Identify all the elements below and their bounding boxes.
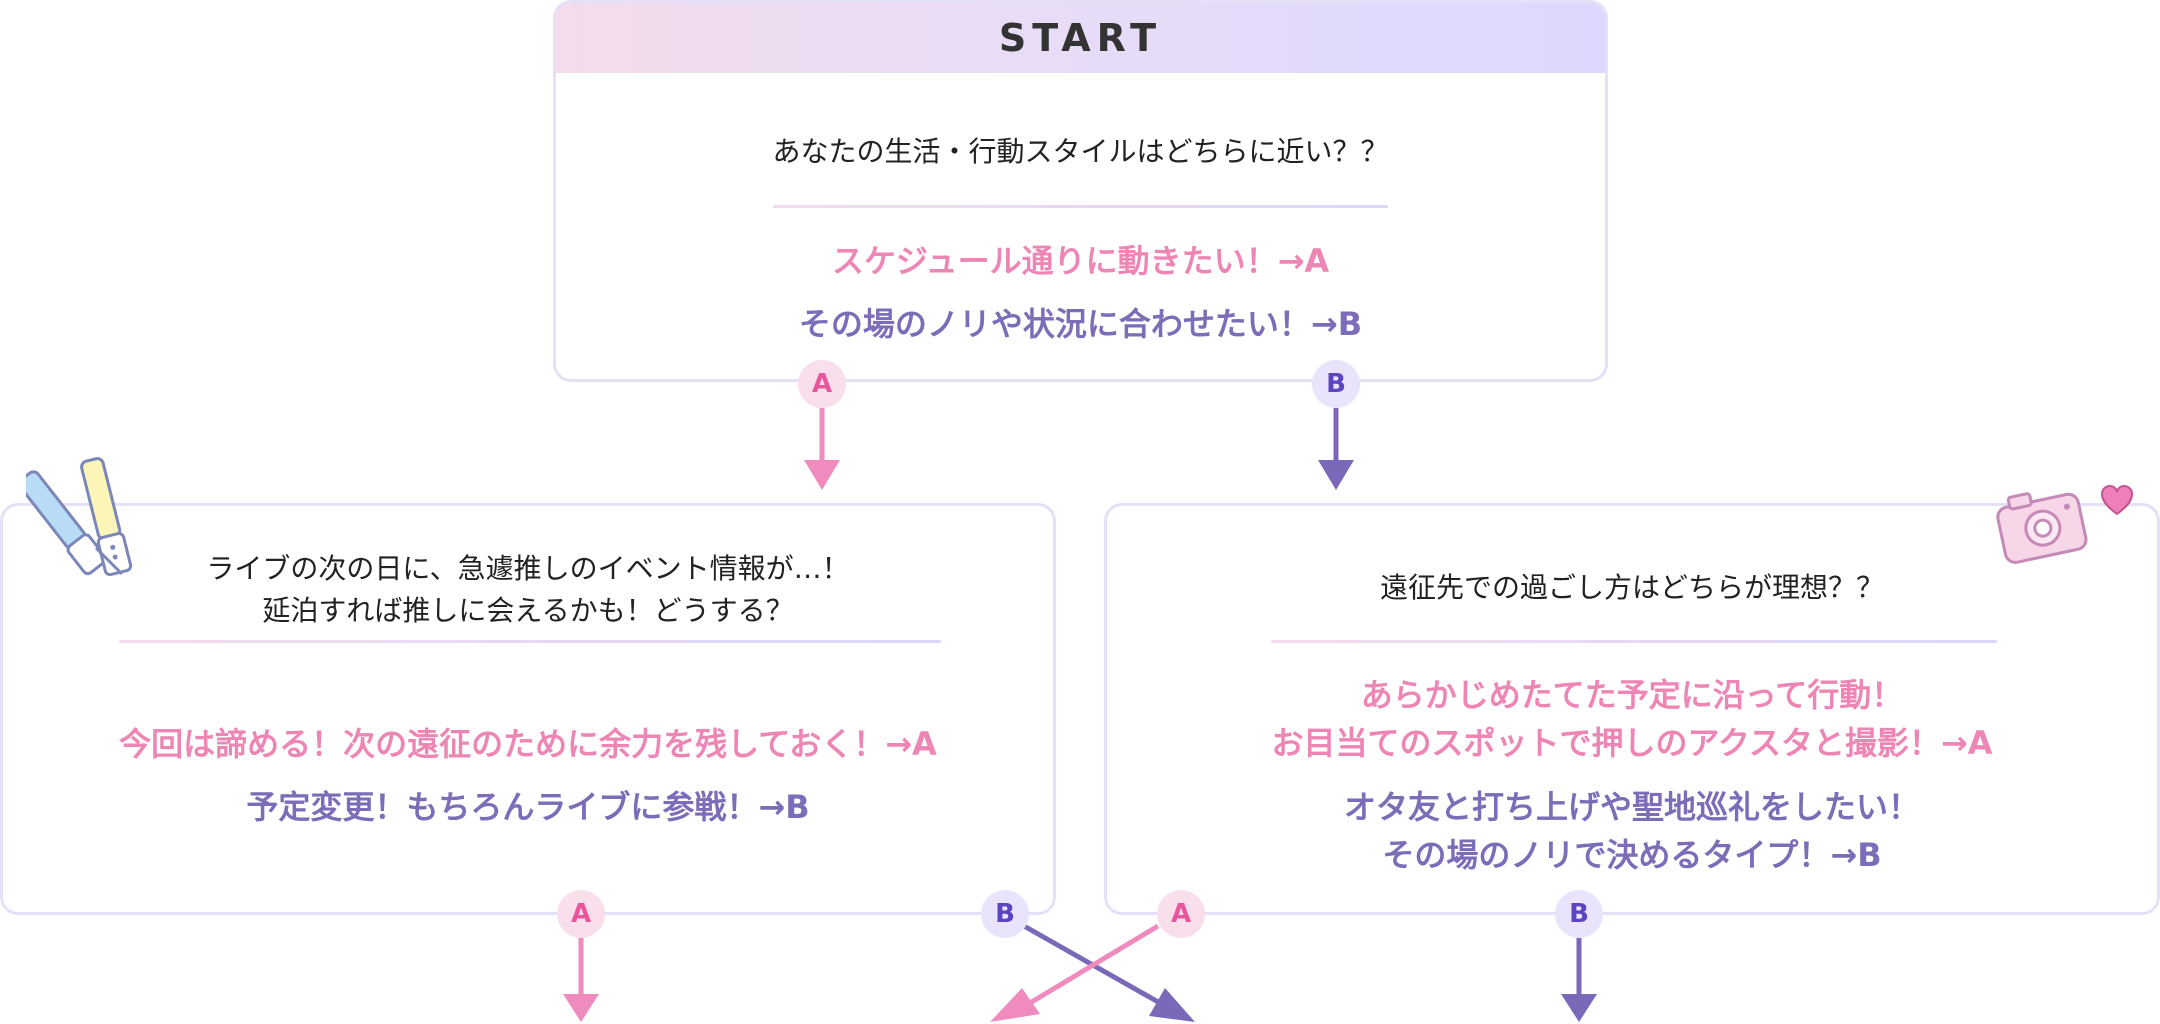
start-question: あなたの生活・行動スタイルはどちらに近い？？ — [772, 135, 1389, 168]
right-option-b-line1: オタ友と打ち上げや聖地巡礼をしたい！ — [1343, 788, 1920, 826]
badge-left-a: A — [557, 890, 605, 938]
right-option-a-line1: あらかじめたてた予定に沿って行動！ — [1360, 676, 1904, 714]
camera-icon — [1996, 492, 2088, 564]
arrow-left-a — [563, 938, 599, 1022]
badge-right-a: A — [1157, 890, 1205, 938]
badge-left-b: B — [981, 890, 1029, 938]
left-question-line1: ライブの次の日に、急遽推しのイベント情報が…！ — [206, 552, 850, 585]
right-divider — [1271, 640, 1997, 643]
right-option-a-line2: お目当てのスポットで押しのアクスタと撮影！→A — [1271, 724, 1993, 762]
start-option-a: スケジュール通りに動きたい！→A — [831, 242, 1330, 280]
right-card: 遠征先での過ごし方はどちらが理想？？ あらかじめたてた予定に沿って行動！ お目当… — [1104, 503, 2160, 915]
arrow-start-b — [1318, 408, 1354, 490]
start-header: START — [556, 3, 1605, 73]
start-option-b: その場のノリや状況に合わせたい！→B — [798, 305, 1363, 343]
heart-icon — [2100, 484, 2134, 516]
arrow-right-a — [990, 923, 1160, 1022]
arrow-right-b — [1561, 938, 1597, 1022]
badge-start-b: B — [1312, 360, 1360, 408]
right-question: 遠征先での過ごし方はどちらが理想？？ — [1379, 571, 1884, 604]
left-option-b: 予定変更！もちろんライブに参戦！→B — [246, 788, 810, 826]
left-card: ライブの次の日に、急遽推しのイベント情報が…！ 延泊すれば推しに会えるかも！どう… — [0, 503, 1056, 915]
badge-right-b: B — [1555, 890, 1603, 938]
arrow-start-a — [804, 408, 840, 490]
penlight-icon — [26, 457, 133, 577]
badge-start-a: A — [798, 360, 846, 408]
right-option-b-line2: その場のノリで決めるタイプ！→B — [1382, 836, 1882, 874]
left-option-a: 今回は諦める！次の遠征のために余力を残しておく！→A — [119, 725, 937, 763]
left-question-line2: 延泊すれば推しに会えるかも！どうする？ — [262, 594, 794, 627]
start-divider — [773, 205, 1388, 208]
left-divider — [119, 640, 941, 643]
start-card: START あなたの生活・行動スタイルはどちらに近い？？ スケジュール通りに動き… — [553, 0, 1608, 382]
arrow-left-b — [1022, 923, 1195, 1022]
